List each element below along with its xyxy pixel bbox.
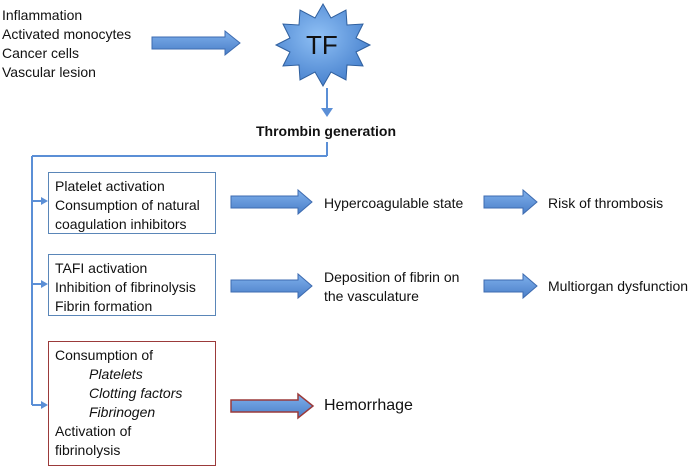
out-fibrin-deposition-line1: Deposition of fibrin on	[324, 269, 460, 285]
box3-line: fibrinolysis	[55, 442, 121, 458]
box3-item: Platelets	[89, 366, 143, 382]
box2-line: Inhibition of fibrinolysis	[55, 279, 196, 295]
box-consumption: Consumption of Platelets Clotting factor…	[48, 341, 216, 466]
box-platelet-activation: Platelet activation Consumption of natur…	[48, 172, 216, 234]
arrow-sources-to-tf	[151, 29, 241, 57]
box3-item: Clotting factors	[89, 385, 183, 401]
arrowhead-box2	[41, 280, 48, 288]
arrowhead-tf-to-thrombin	[321, 108, 333, 117]
box1-line: coagulation inhibitors	[55, 216, 187, 232]
arrow-box3-to-hemorrhage	[230, 392, 315, 420]
arrowhead-box3	[41, 401, 48, 409]
box1-line: Consumption of natural	[55, 197, 200, 213]
box3-item: Fibrinogen	[89, 404, 156, 420]
out-hypercoagulable-state: Hypercoagulable state	[324, 195, 464, 211]
source-item: Cancer cells	[2, 45, 80, 61]
box1-line: Platelet activation	[55, 178, 165, 194]
box3-line: Consumption of	[55, 347, 154, 363]
box-tafi-activation: TAFI activation Inhibition of fibrinolys…	[48, 254, 216, 316]
box2-line: Fibrin formation	[55, 298, 153, 314]
out-risk-of-thrombosis: Risk of thrombosis	[548, 195, 664, 211]
arrow-box1-to-out1	[230, 188, 313, 216]
tf-label: TF	[306, 30, 338, 60]
arrow-box2-to-out2	[230, 272, 313, 300]
out-fibrin-deposition-line2: the vasculature	[324, 288, 419, 304]
source-item: Inflammation	[2, 7, 83, 23]
box2-line: TAFI activation	[55, 260, 148, 276]
arrow-out2-to-out2b	[483, 272, 538, 300]
arrowhead-box1	[41, 197, 48, 205]
box3-line: Activation of	[55, 423, 132, 439]
source-item: Activated monocytes	[2, 26, 132, 42]
source-item: Vascular lesion	[2, 64, 96, 80]
arrow-out1-to-out1b	[483, 188, 538, 216]
out-multiorgan-dysfunction: Multiorgan dysfunction	[548, 278, 689, 294]
out-hemorrhage: Hemorrhage	[324, 397, 413, 414]
tf-star-shape	[274, 2, 372, 88]
thrombin-generation-label: Thrombin generation	[256, 123, 396, 139]
